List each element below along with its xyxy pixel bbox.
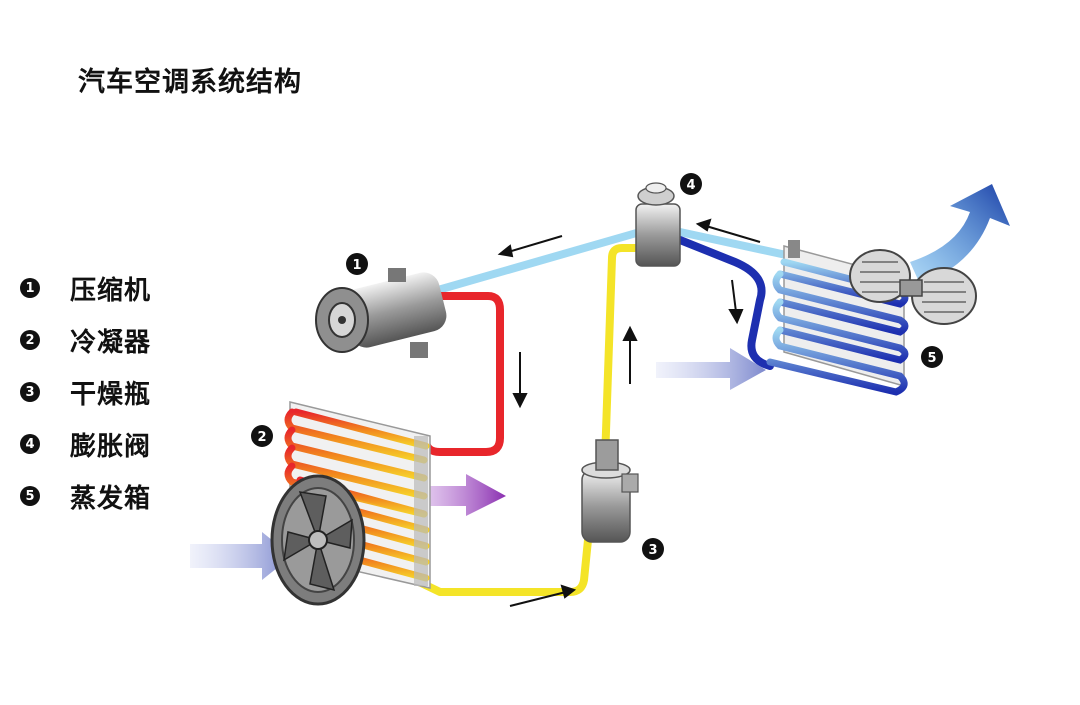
legend-number: 5 bbox=[20, 486, 40, 506]
fresh-air-arrow-right bbox=[656, 348, 766, 390]
component-badges: 1 2 3 4 5 bbox=[251, 173, 943, 560]
legend-label: 冷凝器 bbox=[70, 327, 152, 358]
legend-item: 4 膨胀阀 bbox=[20, 418, 151, 470]
suction-pipe-top bbox=[434, 228, 644, 294]
badge-number: 4 bbox=[686, 178, 695, 193]
legend: 1 压缩机 2 冷凝器 3 干燥瓶 4 膨胀阀 5 蒸发箱 bbox=[20, 262, 151, 522]
fresh-air-arrow-left bbox=[190, 532, 292, 580]
suction-pipe-evap bbox=[676, 228, 804, 262]
cool-air-arrow bbox=[910, 184, 1010, 284]
page-title: 汽车空调系统结构 bbox=[78, 67, 302, 98]
badge-condenser: 2 bbox=[251, 425, 273, 447]
legend-label: 膨胀阀 bbox=[70, 431, 152, 462]
badge-drier: 3 bbox=[642, 538, 664, 560]
legend-item: 5 蒸发箱 bbox=[20, 470, 151, 522]
flow-arrow-icon bbox=[509, 584, 577, 607]
fan-icon bbox=[270, 474, 366, 606]
hot-air-arrow bbox=[426, 474, 506, 516]
legend-item: 3 干燥瓶 bbox=[20, 366, 151, 418]
badge-number: 1 bbox=[352, 258, 361, 273]
badge-evaporator: 5 bbox=[921, 346, 943, 368]
receiver-drier-icon bbox=[581, 439, 639, 543]
flow-arrow-icon bbox=[622, 325, 638, 384]
legend-number: 3 bbox=[20, 382, 40, 402]
badge-number: 3 bbox=[648, 543, 657, 558]
legend-number: 1 bbox=[20, 278, 40, 298]
legend-number: 2 bbox=[20, 330, 40, 350]
badge-compressor: 1 bbox=[346, 253, 368, 275]
badge-number: 5 bbox=[927, 351, 936, 366]
blower-icon bbox=[849, 249, 977, 325]
flow-arrow-icon bbox=[497, 235, 563, 258]
flow-arrow-icon bbox=[512, 352, 528, 409]
expansion-valve-icon bbox=[635, 182, 681, 267]
legend-label: 蒸发箱 bbox=[70, 483, 152, 514]
legend-number: 4 bbox=[20, 434, 40, 454]
legend-label: 压缩机 bbox=[70, 275, 152, 306]
legend-item: 1 压缩机 bbox=[20, 262, 151, 314]
flow-arrows bbox=[497, 218, 761, 607]
badge-number: 2 bbox=[257, 430, 266, 445]
legend-label: 干燥瓶 bbox=[70, 379, 152, 410]
flow-arrow-icon bbox=[695, 218, 761, 243]
cold-pipe bbox=[676, 236, 774, 370]
legend-item: 2 冷凝器 bbox=[20, 314, 151, 366]
compressor-icon bbox=[315, 268, 447, 358]
badge-valve: 4 bbox=[680, 173, 702, 195]
flow-arrow-icon bbox=[728, 279, 744, 325]
